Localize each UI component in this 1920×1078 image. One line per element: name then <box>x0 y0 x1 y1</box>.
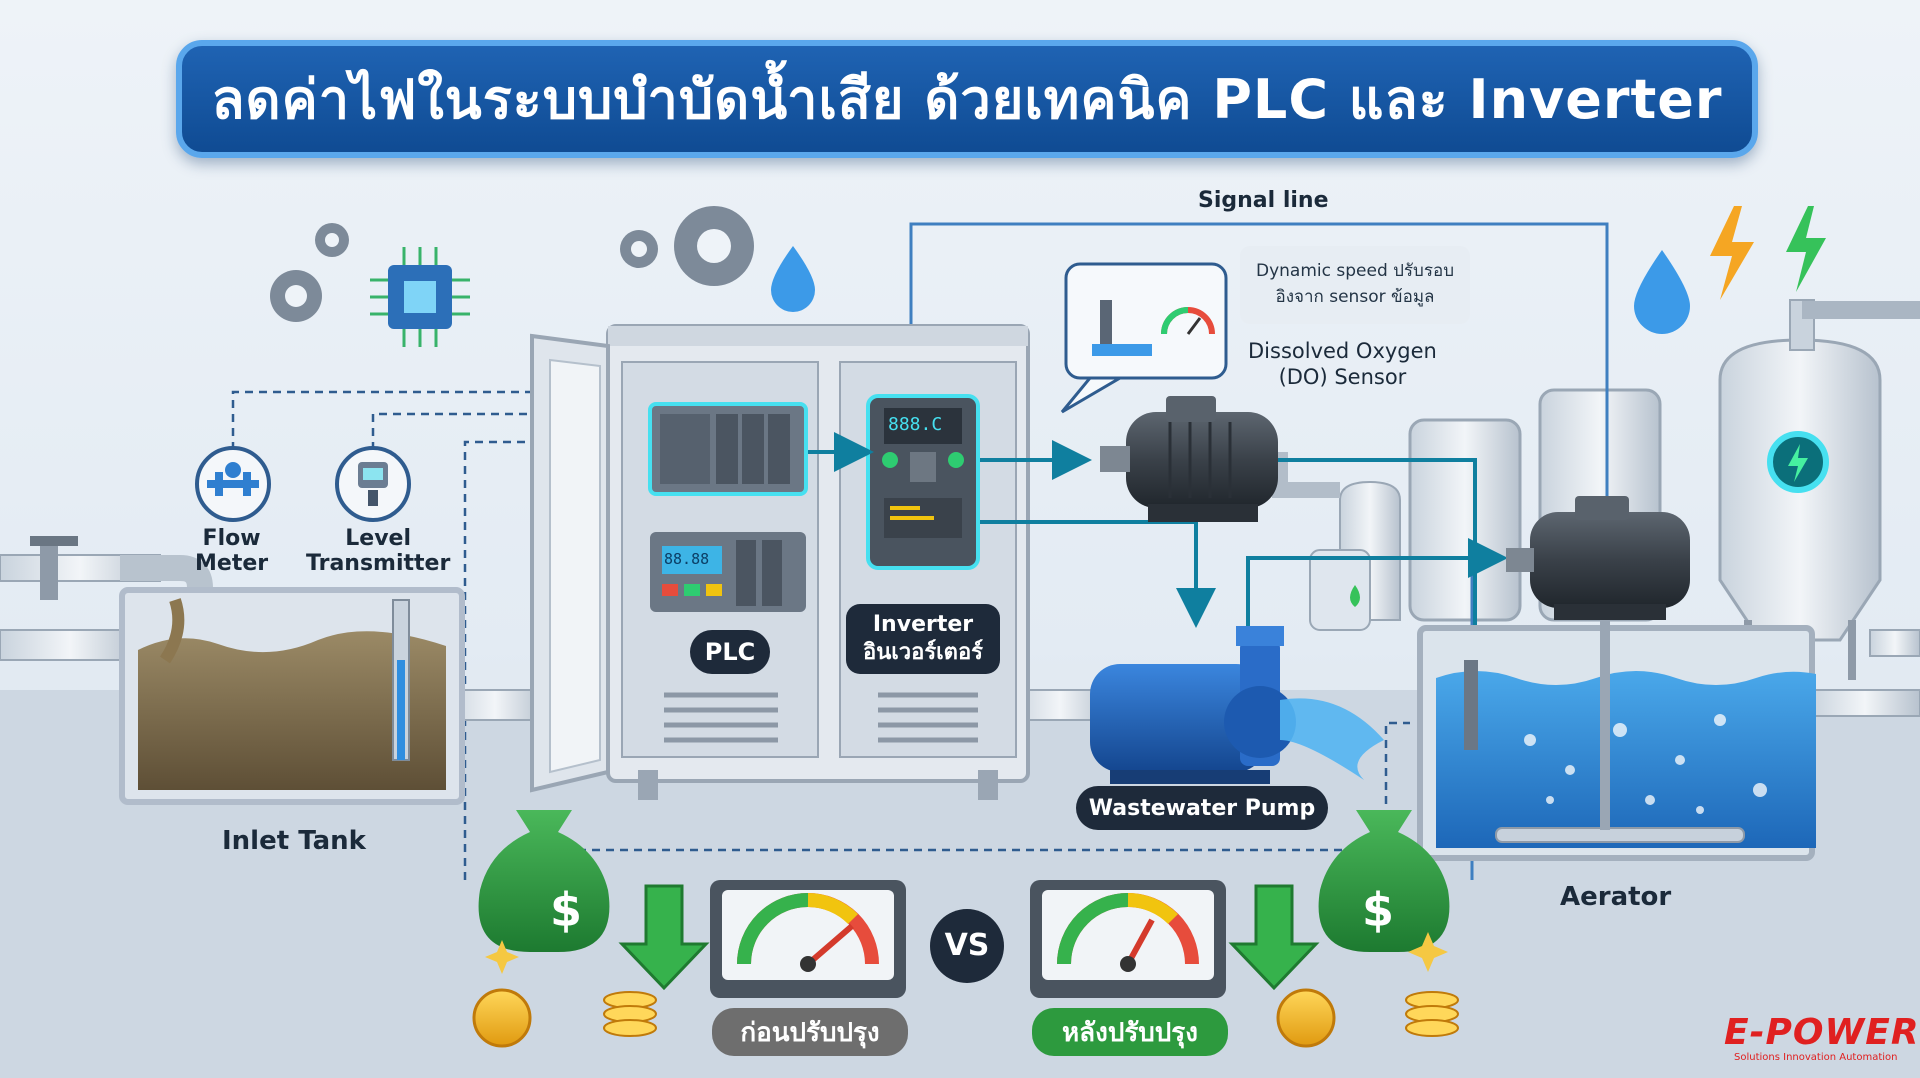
aerator-motor <box>1506 496 1690 620</box>
before-label: ก่อนปรับปรุง <box>712 1008 908 1056</box>
vs-label: VS <box>944 928 990 963</box>
water-drop-icon-right <box>1634 250 1690 334</box>
sparkle-icon-left <box>485 940 519 974</box>
signal-line-label: Signal line <box>1198 188 1329 213</box>
money-bag-icon-right: $ <box>1318 810 1450 952</box>
dynamic-speed-note: Dynamic speed ปรับรอบอิงจาก sensor ข้อมู… <box>1240 246 1470 324</box>
gear-icon <box>270 223 349 322</box>
inlet-tank-label: Inlet Tank <box>222 826 366 856</box>
dollar-sign-right: $ <box>1362 883 1394 937</box>
brand-tagline: Solutions Innovation Automation <box>1734 1052 1898 1063</box>
gauge-icon-after <box>1030 880 1226 998</box>
aerator-tank <box>1417 560 1816 861</box>
water-drop-icon <box>771 246 815 312</box>
do-sensor-callout <box>1060 262 1228 414</box>
energy-indicator <box>1767 431 1829 493</box>
do-sensor-label: Dissolved Oxygen(DO) Sensor <box>1248 339 1437 389</box>
down-arrow-icon-left <box>618 884 710 991</box>
money-bag-icon-left: $ <box>478 810 610 952</box>
wastewater-pump-label: Wastewater Pump <box>1076 786 1328 830</box>
inverter-drive <box>866 394 980 570</box>
gauge-icon-before <box>710 880 906 998</box>
down-arrow-icon-right <box>1228 884 1320 991</box>
plc-label: PLC <box>690 630 770 674</box>
plc-display: 88.88 <box>664 550 710 568</box>
plc-module <box>648 402 808 612</box>
sparkle-icon-right <box>1408 932 1448 972</box>
aerator-label: Aerator <box>1560 882 1672 912</box>
dollar-sign: $ <box>550 883 582 937</box>
page-title: ลดค่าไฟในระบบบำบัดน้ำเสีย ด้วยเทคนิค PLC… <box>211 68 1723 131</box>
flow-meter-icon <box>195 446 271 522</box>
inverter-display: 888.C <box>888 414 943 435</box>
after-label: หลังปรับปรุง <box>1032 1008 1228 1056</box>
coin-icon-right <box>1276 988 1459 1048</box>
title-banner: ลดค่าไฟในระบบบำบัดน้ำเสีย ด้วยเทคนิค PLC… <box>176 40 1758 158</box>
gear-icon-cabinet <box>620 206 754 286</box>
lightning-icon <box>1710 206 1826 300</box>
wastewater-pump <box>1090 626 1384 784</box>
vs-badge <box>930 909 1004 983</box>
inlet-tank <box>119 587 465 805</box>
coin-icon-left <box>472 988 657 1048</box>
level-transmitter-icon <box>335 446 411 522</box>
brand-logo: E-POWER <box>1724 1012 1920 1053</box>
chip-icon <box>370 247 470 347</box>
upper-motor <box>1100 396 1278 522</box>
